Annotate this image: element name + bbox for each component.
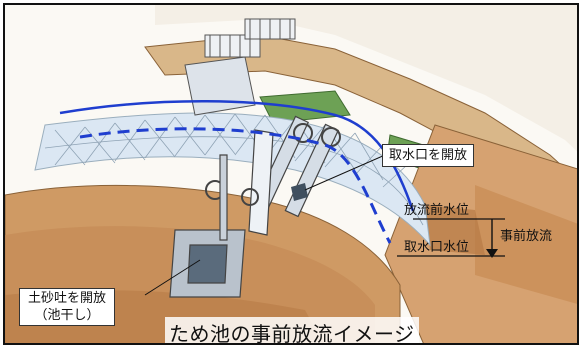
sediment-leader-line	[144, 259, 201, 296]
sediment-callout-line2: （池干し）	[34, 308, 100, 323]
sediment-gate	[169, 154, 259, 298]
sediment-callout-line1: 土砂吐を開放	[28, 291, 107, 306]
intake-callout: 取水口を開放	[382, 144, 475, 167]
pre-release-level-label: 放流前水位	[404, 203, 470, 218]
spillway-channel-shade	[425, 205, 485, 255]
illustration-frame: 取水口を開放 土砂吐を開放 （池干し） 放流前水位 取水口水位 事前放流 ため池…	[3, 3, 579, 345]
intake-leader-line	[304, 154, 386, 191]
intake-water-line	[79, 127, 392, 244]
advance-release-label: 事前放流	[500, 229, 553, 244]
release-arrow-head	[486, 249, 498, 258]
intake-callout-text: 取水口を開放	[389, 148, 468, 163]
pre-release-water-line	[59, 99, 415, 212]
intake-level-label: 取水口水位	[404, 240, 470, 255]
right-hillside-shade	[475, 185, 577, 304]
intake-opening	[291, 183, 308, 201]
far-embankment	[144, 34, 577, 214]
sediment-callout: 土砂吐を開放 （池干し）	[19, 288, 116, 326]
grass-patch-top	[259, 90, 351, 124]
sky-area	[155, 5, 577, 152]
illustration-caption: ため池の事前放流イメージ	[165, 317, 419, 343]
